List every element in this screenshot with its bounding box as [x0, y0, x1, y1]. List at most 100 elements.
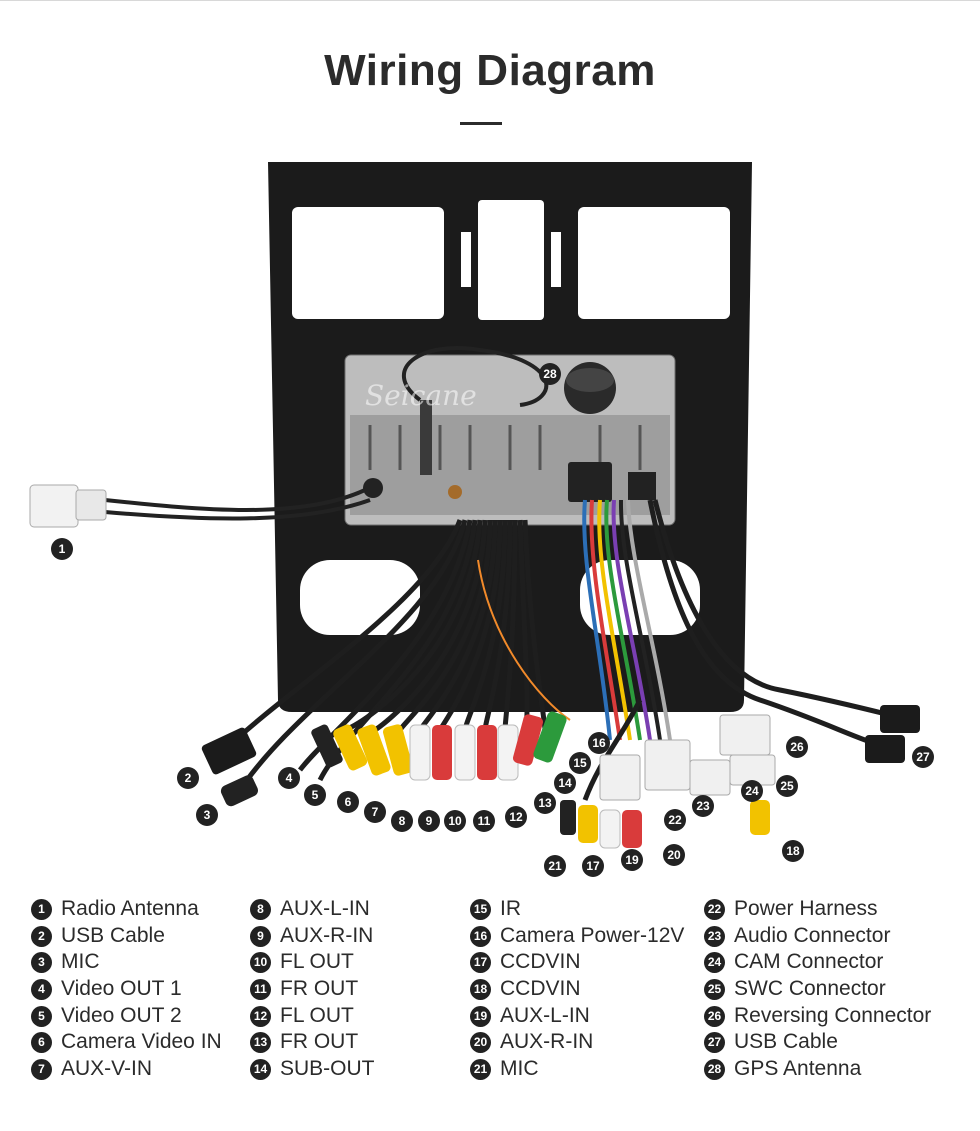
watermark-text: Seicane [365, 379, 477, 412]
svg-text:12: 12 [509, 810, 523, 824]
legend-number: 16 [470, 925, 491, 947]
legend-item: 27 USB Cable [704, 1029, 931, 1056]
callout-22: 22 [664, 809, 686, 831]
legend-number: 27 [704, 1032, 725, 1054]
legend-number: 15 [470, 898, 491, 920]
usb-connector-2 [201, 727, 257, 775]
svg-text:5: 5 [312, 788, 319, 802]
wiring-diagram: Seicane [29, 162, 934, 877]
callout-21: 21 [544, 855, 566, 877]
svg-text:10: 10 [448, 814, 462, 828]
svg-text:3: 3 [204, 808, 211, 822]
svg-text:14: 14 [558, 776, 572, 790]
cable-bundle-right [582, 499, 891, 801]
legend-label: USB Cable [734, 1030, 838, 1054]
svg-text:4: 4 [286, 771, 293, 785]
svg-text:27: 27 [916, 750, 930, 764]
callout-28: 28 [539, 363, 561, 385]
legend-number: 9 [250, 925, 271, 947]
legend-number: 14 [250, 1058, 271, 1080]
legend-item: 5 Video OUT 2 [31, 1003, 222, 1030]
callout-27: 27 [912, 746, 934, 768]
callout-1: 1 [51, 538, 73, 560]
top-divider [0, 0, 980, 1]
legend-label: AUX-L-IN [280, 897, 370, 920]
callout-10: 10 [444, 810, 466, 832]
legend-number: 28 [704, 1058, 725, 1080]
svg-text:13: 13 [538, 796, 552, 810]
svg-text:16: 16 [592, 736, 606, 750]
svg-text:17: 17 [586, 859, 600, 873]
svg-text:11: 11 [478, 814, 491, 828]
svg-text:24: 24 [745, 784, 759, 798]
callout-20: 20 [663, 844, 685, 866]
legend-label: CCDVIN [500, 977, 581, 1001]
legend-number: 5 [31, 1005, 52, 1027]
legend-number: 20 [470, 1032, 491, 1054]
legend-label: MIC [500, 1057, 539, 1081]
callout-13: 13 [534, 792, 556, 814]
legend-number: 13 [250, 1032, 271, 1054]
legend-label: Audio Connector [734, 923, 891, 947]
legend-number: 7 [31, 1058, 52, 1080]
orange-wire [477, 559, 571, 721]
callout-9: 9 [418, 810, 440, 832]
callout-24: 24 [741, 780, 763, 802]
callout-8: 8 [391, 810, 413, 832]
callout-18: 18 [782, 840, 804, 862]
legend-number: 23 [704, 925, 725, 947]
svg-text:9: 9 [426, 814, 433, 828]
legend-number: 3 [31, 952, 52, 974]
svg-text:19: 19 [625, 853, 639, 867]
svg-text:6: 6 [345, 795, 352, 809]
callout-25: 25 [776, 775, 798, 797]
legend-label: Radio Antenna [61, 897, 199, 920]
svg-text:26: 26 [790, 740, 804, 754]
legend-item: 16 Camera Power-12V [470, 923, 684, 950]
page-title: Wiring Diagram [324, 46, 656, 95]
callout-17: 17 [582, 855, 604, 877]
legend-number: 2 [31, 925, 52, 947]
callout-markers: 1 2 3 4 5 6 7 8 9 10 11 12 13 14 15 16 1… [51, 363, 934, 877]
callout-16: 16 [588, 732, 610, 754]
svg-text:20: 20 [667, 848, 681, 862]
callout-26: 26 [786, 736, 808, 758]
legend-number: 4 [31, 978, 52, 1000]
callout-14: 14 [554, 772, 576, 794]
callout-19: 19 [621, 849, 643, 871]
legend-label: USB Cable [61, 923, 165, 947]
legend-label: Video OUT 2 [61, 1003, 182, 1027]
svg-text:21: 21 [548, 859, 562, 873]
legend-label: FL OUT [280, 950, 354, 974]
harness-connectors [560, 705, 920, 849]
svg-text:1: 1 [59, 542, 66, 556]
legend-item: 4 Video OUT 1 [31, 976, 222, 1003]
legend-label: AUX-L-IN [500, 1003, 590, 1027]
legend-label: Camera Power-12V [500, 923, 685, 947]
legend-label: AUX-R-IN [280, 923, 374, 947]
legend-item: 9 AUX-R-IN [250, 923, 375, 950]
callout-4: 4 [278, 767, 300, 789]
legend-number: 17 [470, 952, 491, 974]
legend-number: 12 [250, 1005, 271, 1027]
legend-label: Video OUT 1 [61, 977, 182, 1001]
legend-number: 18 [470, 978, 491, 1000]
legend-label: Camera Video IN [61, 1030, 222, 1054]
